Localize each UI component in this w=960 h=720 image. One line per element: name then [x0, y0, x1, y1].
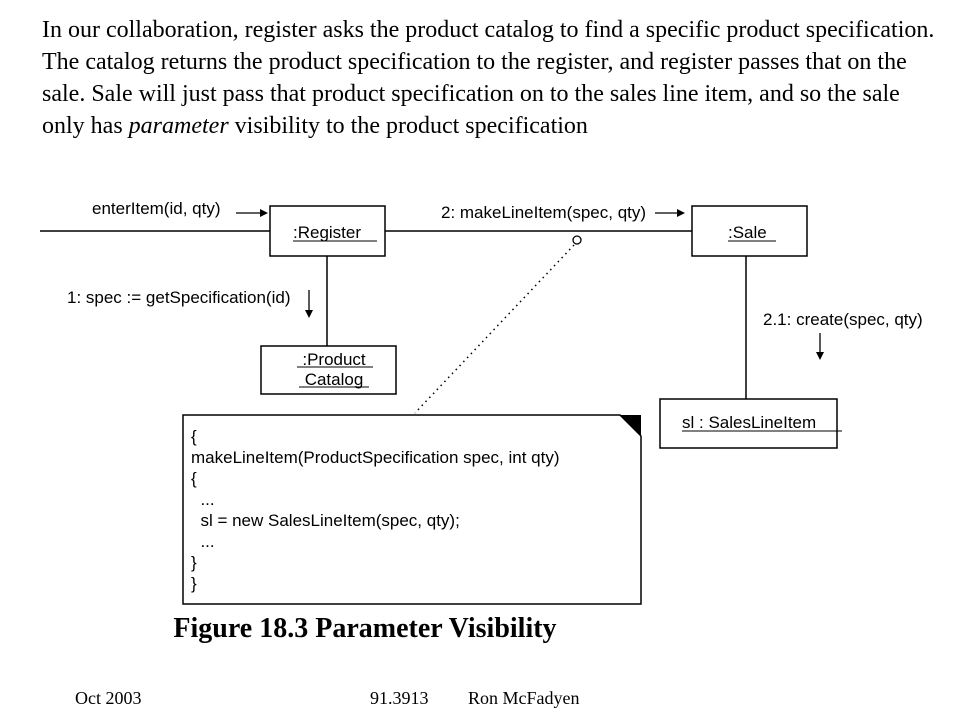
sale-label: :Sale	[728, 223, 767, 242]
footer-date: Oct 2003	[75, 688, 142, 708]
enter-item-arrow	[236, 209, 268, 217]
note-anchor-circle	[572, 235, 582, 245]
register-object: :Register	[269, 205, 386, 257]
footer-author: Ron McFadyen	[468, 688, 580, 708]
product-catalog-label-line2: Catalog	[305, 370, 364, 389]
product-catalog-object: :Product Catalog	[260, 345, 397, 395]
sales-line-item-object: sl : SalesLineItem	[659, 398, 842, 449]
figure-caption: Figure 18.3 Parameter Visibility	[173, 613, 557, 644]
create-arrow	[816, 333, 824, 360]
intro-italic-word: parameter	[128, 113, 229, 139]
make-line-item-arrow	[655, 209, 685, 217]
footer-course: 91.3913	[370, 688, 429, 708]
sales-line-item-label: sl : SalesLineItem	[682, 413, 816, 432]
make-line-item-message: 2: makeLineItem(spec, qty)	[441, 203, 646, 222]
intro-text-start: In our collaboration, register asks the …	[42, 17, 935, 139]
create-message: 2.1: create(spec, qty)	[763, 310, 923, 329]
get-specification-arrow	[305, 290, 313, 318]
note-anchor-line	[414, 244, 575, 414]
intro-text-end: visibility to the product specification	[228, 113, 588, 139]
get-specification-message: 1: spec := getSpecification(id)	[67, 288, 290, 307]
product-catalog-label-line1: :Product	[302, 350, 366, 369]
note-fold-corner	[620, 415, 641, 436]
register-label: :Register	[293, 223, 361, 242]
note-code-text: { makeLineItem(ProductSpecification spec…	[191, 427, 560, 593]
sale-object: :Sale	[691, 205, 808, 257]
code-note	[182, 414, 642, 605]
enter-item-message: enterItem(id, qty)	[92, 199, 221, 218]
intro-paragraph: In our collaboration, register asks the …	[42, 14, 942, 142]
